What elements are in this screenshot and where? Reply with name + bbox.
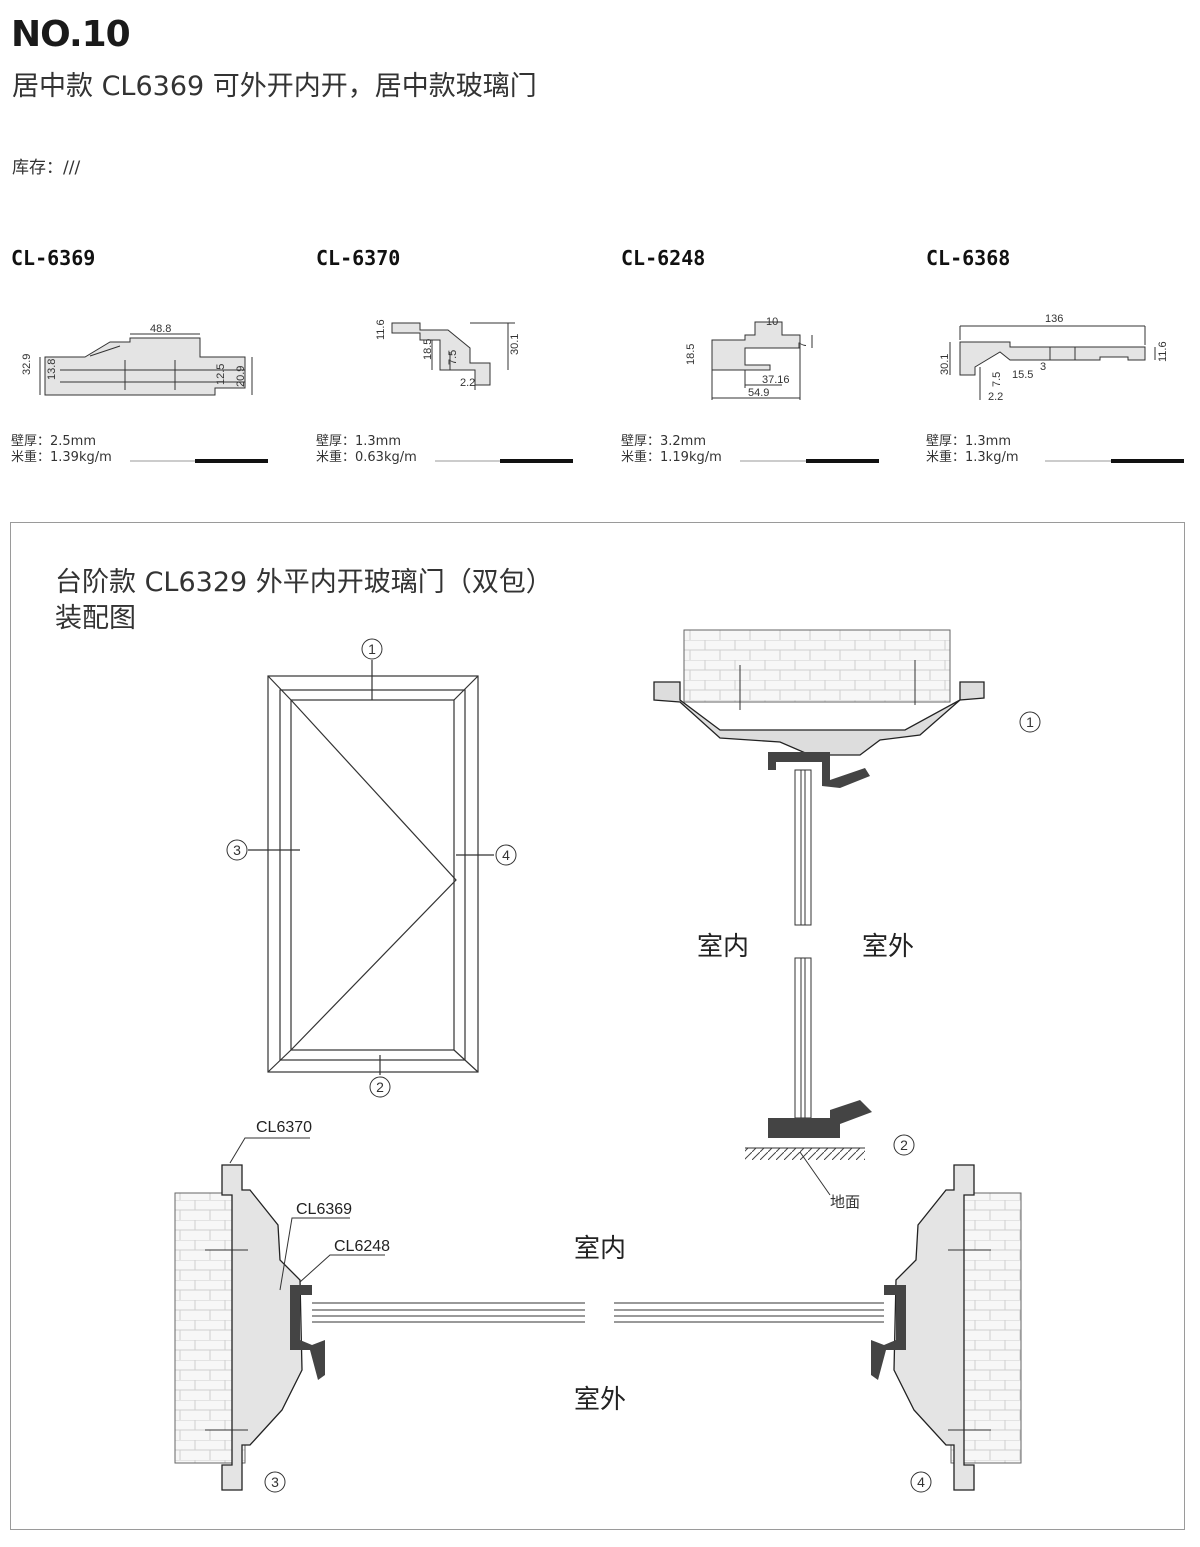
assembly-panel (10, 522, 1185, 1530)
profile-code: CL-6368 (926, 246, 1011, 270)
page-number: NO.10 (11, 14, 131, 55)
wall-thickness: 壁厚：1.3mm (316, 434, 402, 449)
dim-label: 7.5 (991, 372, 1003, 387)
sill-frame (768, 1100, 872, 1138)
marker-label: 4 (502, 847, 510, 863)
horizontal-section-left (174, 1137, 585, 1491)
door-outer-frame (267, 675, 479, 1073)
profile-sections: 48.8 32.9 13.8 12.5 20.9 11.6 18.5 7.5 3… (21, 313, 1169, 403)
head-sash (768, 752, 870, 788)
dim-label: 10 (766, 316, 778, 328)
marker-label: 1 (368, 641, 376, 657)
ground-label: 地面 (830, 1194, 860, 1211)
marker-4-section (910, 1471, 932, 1493)
marker-label: 4 (917, 1474, 925, 1490)
profile-section-cl6369 (39, 333, 253, 396)
profile-code: CL-6248 (621, 246, 706, 270)
unit-weight: 米重：1.3kg/m (926, 450, 1019, 465)
dim-label: 37.16 (762, 374, 790, 386)
profile-code: CL-6370 (316, 246, 401, 270)
right-jamb-frame (893, 1164, 975, 1491)
assembly-title: 台阶款 CL6329 外平内开玻璃门（双包） 装配图 (55, 565, 553, 637)
left-sash (290, 1285, 325, 1380)
horizontal-section-right (614, 1164, 1022, 1491)
dim-label: 48.8 (150, 323, 171, 335)
assembly-subheading: 装配图 (55, 603, 136, 634)
unit-weight: 米重：0.63kg/m (316, 450, 417, 465)
dim-label: 20.9 (235, 366, 247, 387)
marker-3-section (264, 1471, 286, 1493)
marker-label: 2 (376, 1079, 384, 1095)
dim-label: 7.5 (447, 350, 459, 365)
profile-specs: 壁厚：3.2mm 米重：1.19kg/m (621, 434, 722, 466)
dim-label: 32.9 (21, 354, 33, 375)
profile-specs: 壁厚：2.5mm 米重：1.39kg/m (11, 434, 112, 466)
wall-thickness: 壁厚：1.3mm (926, 434, 1012, 449)
marker-2 (369, 1076, 391, 1098)
dim-label: 7 (797, 342, 809, 348)
dim-label: 18.5 (685, 344, 697, 365)
unit-weight: 米重：1.19kg/m (621, 450, 722, 465)
marker-4 (495, 844, 517, 866)
vertical-section (653, 629, 985, 1196)
dim-label: 13.8 (46, 359, 58, 380)
marker-3 (226, 839, 248, 861)
head-wall (683, 629, 951, 703)
callout-cl6370: CL6370 (256, 1119, 312, 1136)
dim-label: 11.6 (375, 319, 387, 340)
outdoor-label: 室外 (862, 931, 914, 961)
dim-label: 11.6 (1157, 341, 1169, 362)
profile-specs: 壁厚：1.3mm 米重：0.63kg/m (316, 434, 417, 466)
marker-1 (361, 638, 383, 660)
spec-rules (130, 459, 1184, 463)
assembly-heading: 台阶款 CL6329 外平内开玻璃门（双包） (55, 567, 553, 598)
marker-label: 2 (900, 1137, 908, 1153)
marker-circles (226, 638, 1041, 1493)
marker-label: 3 (233, 842, 241, 858)
marker-label: 3 (271, 1474, 279, 1490)
marker-2-section (893, 1134, 915, 1156)
dim-label: 15.5 (1012, 369, 1033, 381)
profile-specs: 壁厚：1.3mm 米重：1.3kg/m (926, 434, 1019, 466)
door-elevation (248, 660, 494, 1075)
callout-cl6248: CL6248 (334, 1238, 390, 1255)
head-frame (653, 681, 985, 756)
right-sash (871, 1285, 906, 1380)
indoor-label: 室内 (697, 931, 749, 961)
door-glass (290, 699, 455, 1051)
dim-label: 2.2 (460, 377, 475, 389)
dim-label: 3 (1040, 361, 1046, 373)
dim-label: 18.5 (422, 339, 434, 360)
door-sash (279, 689, 466, 1061)
dim-label: 54.9 (748, 387, 769, 399)
marker-1-section (1019, 711, 1041, 733)
opening-direction (290, 699, 457, 1051)
profile-section-cl6248 (711, 321, 813, 400)
profile-section-cl6368 (949, 325, 1156, 400)
callout-cl6369: CL6369 (296, 1201, 352, 1218)
stock-label: 库存：/// (12, 158, 81, 178)
dim-label: 30.1 (939, 354, 951, 375)
outdoor-label: 室外 (574, 1384, 626, 1414)
dim-label: 136 (1045, 313, 1063, 325)
left-jamb-frame (221, 1164, 303, 1491)
dim-label: 2.2 (988, 391, 1003, 403)
marker-label: 1 (1026, 714, 1034, 730)
dim-label: 12.5 (215, 364, 227, 385)
unit-weight: 米重：1.39kg/m (11, 450, 112, 465)
profile-code: CL-6369 (11, 246, 96, 270)
indoor-label: 室内 (574, 1233, 626, 1263)
dim-label: 30.1 (509, 334, 521, 355)
product-subtitle: 居中款 CL6369 可外开内开，居中款玻璃门 (12, 71, 537, 102)
wall-thickness: 壁厚：2.5mm (11, 434, 97, 449)
wall-thickness: 壁厚：3.2mm (621, 434, 707, 449)
profile-section-cl6370 (391, 322, 515, 390)
